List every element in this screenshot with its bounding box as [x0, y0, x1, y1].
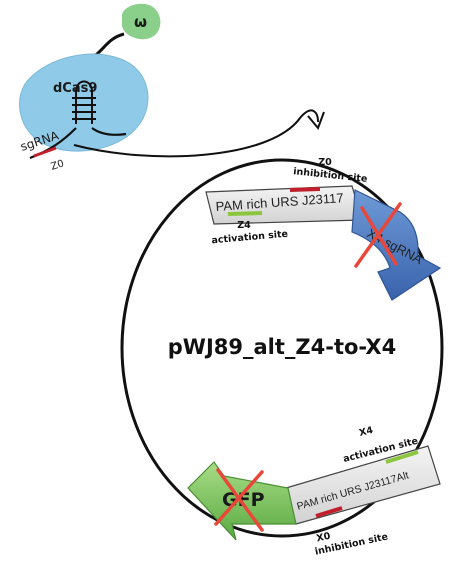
bottom-activation-site — [385, 450, 419, 464]
binding-arrow — [73, 109, 319, 158]
sgrna-target-label: Z0 — [50, 158, 66, 173]
top-cassette: PAM rich URS J23117 Z0 inhibition site Z… — [205, 157, 442, 301]
bottom-inhibition-site — [315, 506, 343, 518]
plasmid-backbone — [120, 158, 444, 538]
bottom-inhibition-label-1: X0 — [316, 531, 332, 545]
sgrna-target-segment — [33, 146, 57, 158]
dcas9-label: dCas9 — [53, 81, 97, 96]
top-gene-knockout-mark — [354, 202, 402, 268]
plasmid-name: pWJ89_alt_Z4-to-X4 — [168, 335, 396, 359]
top-gene-arrow — [351, 189, 442, 301]
bottom-gene-knockout-mark — [214, 468, 264, 532]
top-inhibition-site — [289, 187, 321, 192]
top-inhibition-label-1: Z0 — [318, 157, 332, 168]
top-activation-site — [227, 211, 263, 216]
binding-arrow-head — [307, 111, 325, 130]
sgrna-hairpin — [75, 80, 93, 124]
effector-label: ω — [134, 13, 147, 31]
bottom-activation-label-1: X4 — [358, 425, 375, 439]
bottom-cassette: PAM rich URS J23117Alt X4 activation sit… — [187, 425, 441, 558]
dcas9-complex: dCas9 ω sgRNA Z0 — [19, 3, 161, 173]
dcas9-protein — [19, 53, 149, 152]
top-activation-label-1: Z4 — [237, 220, 251, 231]
top-activation-label-2: activation site — [211, 229, 288, 247]
effector-protein — [122, 3, 161, 40]
